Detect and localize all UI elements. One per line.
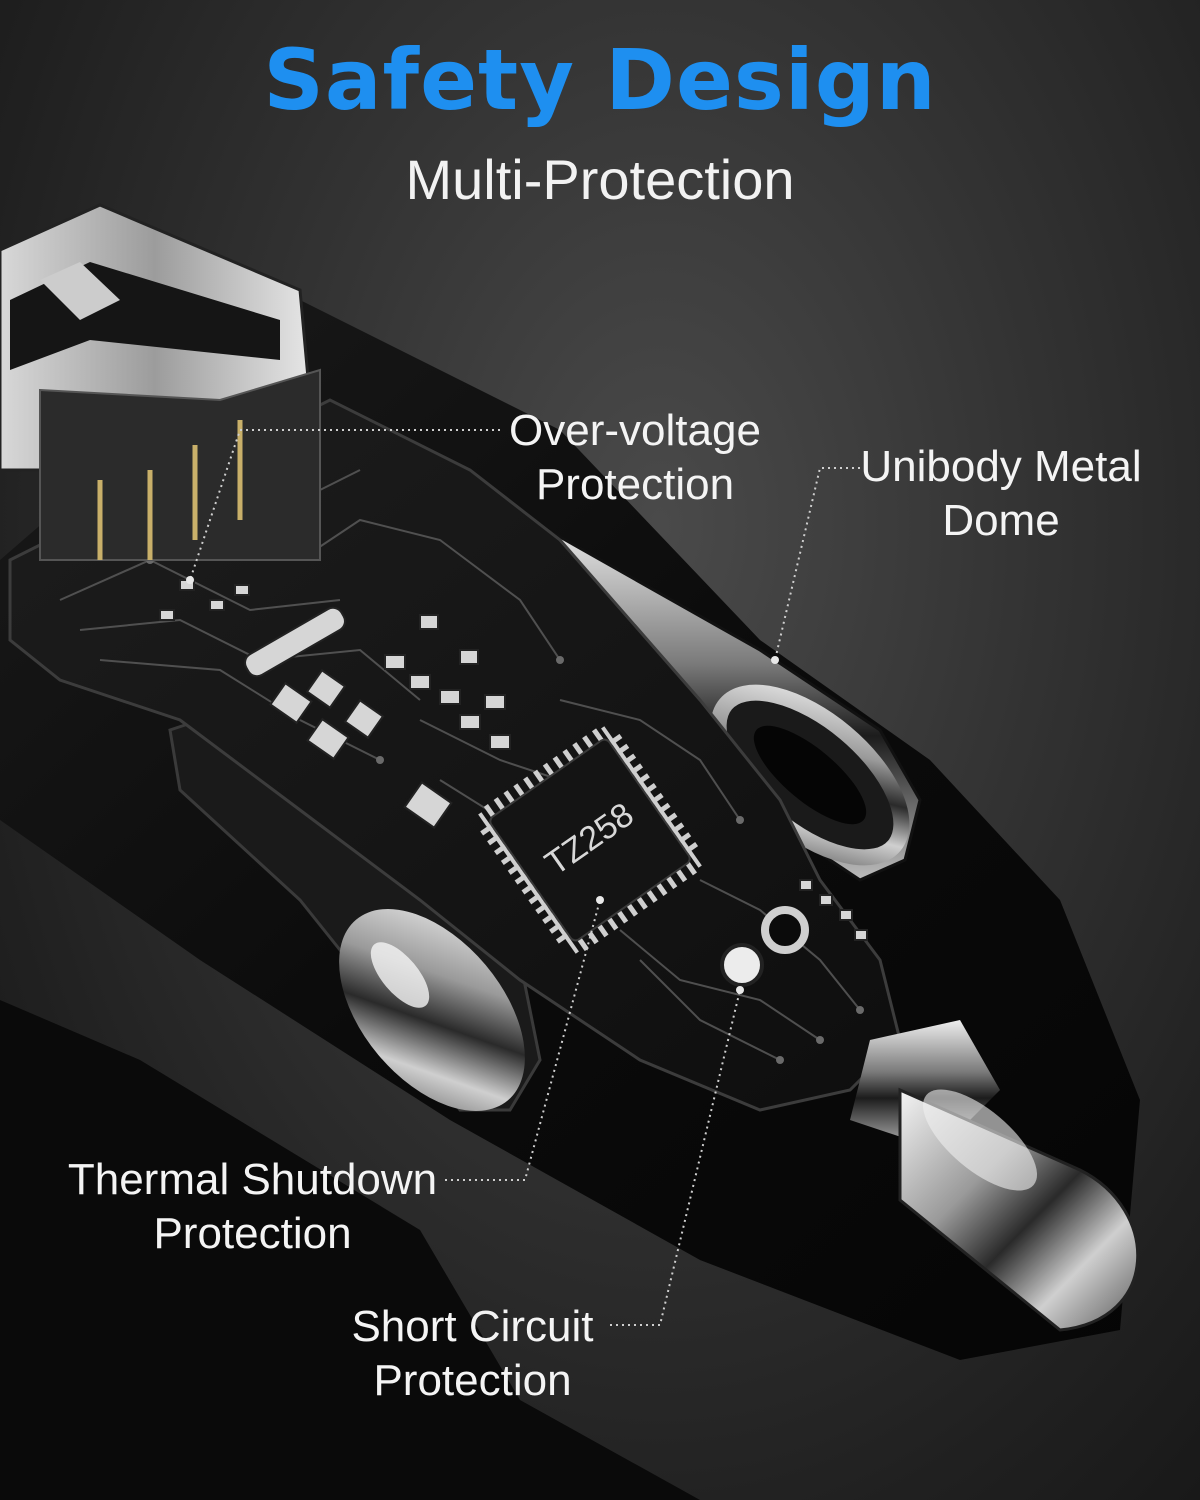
overvoltage-label: Over-voltage Protection bbox=[500, 404, 770, 512]
side-spring-contact bbox=[168, 718, 542, 1112]
tip-contact bbox=[850, 1020, 1140, 1332]
overvoltage-label-line2: Protection bbox=[535, 460, 735, 509]
short-label-line1: Short Circuit bbox=[351, 1302, 594, 1351]
unibody-label: Unibody Metal Dome bbox=[855, 440, 1147, 548]
thermal-label: Thermal Shutdown Protection bbox=[60, 1153, 445, 1261]
capacitors bbox=[720, 906, 809, 987]
short-label-line2: Protection bbox=[373, 1356, 572, 1405]
smd-components bbox=[159, 579, 868, 941]
overvoltage-label-line1: Over-voltage bbox=[509, 406, 761, 455]
page-title: Safety Design bbox=[263, 31, 937, 129]
short-leader bbox=[610, 989, 741, 1326]
short-circuit-label: Short Circuit Protection bbox=[345, 1300, 600, 1408]
thermal-label-line2: Protection bbox=[153, 1209, 352, 1258]
usb-port bbox=[0, 203, 321, 561]
unibody-label-line2: Dome bbox=[942, 496, 1060, 545]
main-ic-chip: TZ258 bbox=[478, 726, 702, 954]
thermal-label-line1: Thermal Shutdown bbox=[67, 1155, 438, 1204]
page-subtitle: Multi-Protection bbox=[405, 148, 795, 211]
callout-lines bbox=[189, 429, 860, 1326]
unibody-label-line1: Unibody Metal bbox=[860, 442, 1142, 491]
overvoltage-leader bbox=[189, 429, 500, 581]
thermal-leader bbox=[445, 899, 601, 1181]
unibody-leader bbox=[774, 467, 860, 661]
